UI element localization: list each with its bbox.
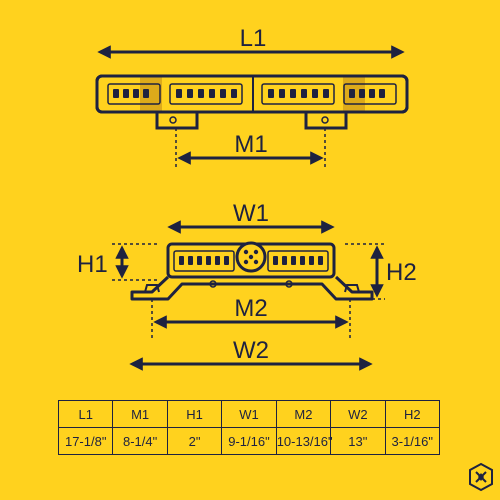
w1-dimension: W1 [167, 200, 335, 234]
light-bar-small-view [130, 241, 374, 301]
table-header-cell: L1 [57, 400, 114, 428]
table-cell: 10-13/16" [275, 427, 333, 455]
table-row: 17-1/8" 8-1/4" 2" 9-1/16" 10-13/16" 13" … [57, 427, 441, 455]
l1-label: L1 [240, 25, 267, 52]
w1-label: W1 [233, 200, 269, 227]
table-header-cell: M2 [275, 400, 332, 428]
table-header-cell: W2 [330, 400, 386, 428]
h2-dimension: H2 [345, 243, 417, 300]
table-cell: 13" [330, 427, 386, 455]
table-cell: 9-1/16" [221, 427, 277, 455]
table-cell: 17-1/8" [57, 427, 114, 455]
m2-label: M2 [234, 295, 267, 322]
table-header-row: L1 M1 H1 W1 M2 W2 H2 [57, 400, 441, 428]
table-header-cell: M1 [112, 400, 168, 428]
table-header-cell: W1 [221, 400, 277, 428]
hexagon-x-logo-icon [469, 462, 493, 492]
w2-dimension: W2 [129, 337, 373, 371]
m1-dimension: M1 [175, 128, 326, 170]
w2-label: W2 [233, 337, 269, 364]
h2-label: H2 [386, 259, 417, 286]
table-cell: 8-1/4" [112, 427, 168, 455]
light-bar-front-view [95, 74, 409, 130]
dimensions-table: L1 M1 H1 W1 M2 W2 H2 17-1/8" 8-1/4" 2" 9… [57, 400, 441, 455]
h1-label: H1 [77, 251, 108, 278]
m2-dimension: M2 [151, 295, 351, 340]
table-header-cell: H1 [166, 400, 223, 428]
h1-dimension: H1 [77, 243, 160, 281]
table-cell: 3-1/16" [384, 427, 441, 455]
table-cell: 2" [166, 427, 223, 455]
table-header-cell: H2 [384, 400, 441, 428]
m1-label: M1 [234, 131, 267, 158]
l1-dimension: L1 [97, 25, 405, 59]
